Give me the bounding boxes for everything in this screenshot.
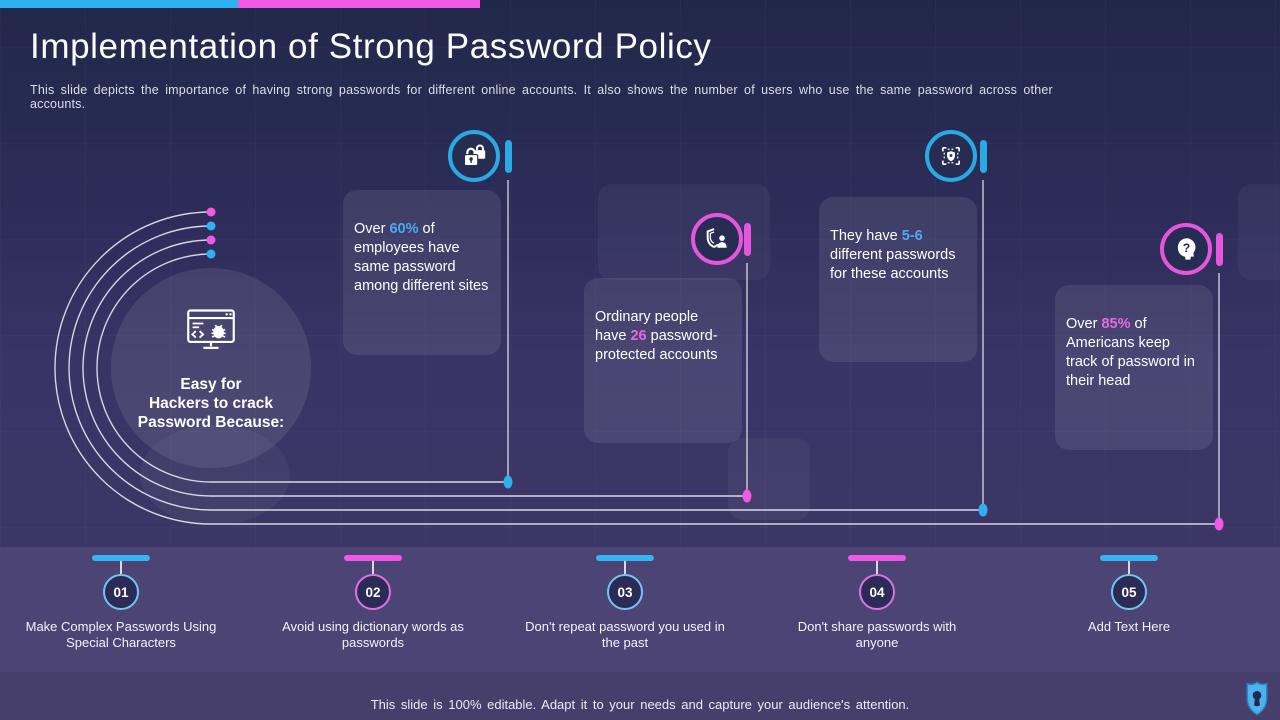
step-label: Avoid using dictionary words as password… [282,619,464,650]
shield-user-icon [691,213,743,265]
step-accent-bar [596,555,654,561]
step-accent-bar [848,555,906,561]
step-accent-bar [1100,555,1158,561]
ghost-shape [728,438,810,520]
step-number-badge: 03 [607,574,643,610]
step-number-badge: 04 [859,574,895,610]
central-reason-circle: Easy for Hackers to crack Password Becau… [111,268,311,468]
connector-dot [503,475,513,489]
step-stem [1128,561,1130,574]
step-number: 03 [617,584,633,600]
page-title: Implementation of Strong Password Policy [30,27,712,66]
double-lock-icon [448,130,500,182]
connector-dot [978,503,988,517]
step-item: 02 Avoid using dictionary words as passw… [263,547,483,651]
footer-note: This slide is 100% editable. Adapt it to… [370,697,910,712]
top-accent-bar-blue [0,0,238,8]
step-stem [624,561,626,574]
central-reason-label: Easy for Hackers to crack Password Becau… [137,376,285,431]
callout-accent-bar [505,140,512,173]
step-label: Make Complex Passwords Using Special Cha… [25,619,217,650]
step-label: Add Text Here [1087,619,1171,634]
connector-dot [206,249,216,259]
callout-accent-bar [1216,233,1223,266]
step-number-badge: 02 [355,574,391,610]
callout-text: of employees have same password among di… [354,221,489,294]
callout-highlight: 85% [1101,316,1131,332]
callout-highlight: 26 [630,328,647,344]
connector-dot [206,207,216,217]
shield-keyhole-logo [1242,681,1272,720]
step-item: 05 Add Text Here [1019,547,1239,635]
top-accent-bar-pink [238,0,480,8]
callout-card: Over 60% of employees have same password… [343,190,501,355]
step-stem [372,561,374,574]
callout-text: different passwords for these accounts [830,247,956,282]
footer-strip [0,672,1280,720]
scan-shield-icon [925,130,977,182]
callout-text: of Americans keep track of password in t… [1066,316,1195,389]
callout-accent-bar [744,223,751,256]
callout-highlight: 60% [389,221,419,237]
connector-dot [1214,517,1224,531]
steps-strip: 01 Make Complex Passwords Using Special … [0,547,1280,672]
callout-accent-bar [980,140,987,173]
step-number: 04 [869,584,885,600]
step-accent-bar [344,555,402,561]
callout-text: Over [354,221,390,237]
step-number: 02 [365,584,381,600]
callout-text: Over [1066,316,1102,332]
step-number-badge: 05 [1111,574,1147,610]
step-item: 04 Don't share passwords with anyone [767,547,987,651]
step-number-badge: 01 [103,574,139,610]
slide-subtitle: This slide depicts the importance of hav… [30,83,1053,111]
callout-highlight: 5-6 [901,228,923,244]
callout-card: Over 85% of Americans keep track of pass… [1055,285,1213,450]
step-number: 01 [113,584,129,600]
callout-text: password-protected accounts [595,328,718,363]
callout-card: Ordinary people have 26 password-protect… [584,278,742,443]
connector-dot [206,235,216,245]
step-item: 03 Don't repeat password you used in the… [515,547,735,651]
step-item: 01 Make Complex Passwords Using Special … [11,547,231,651]
callout-text: Ordinary people have [595,309,699,344]
head-question-icon: ? [1160,223,1212,275]
callout-text: They have [830,228,902,244]
step-stem [120,561,122,574]
svg-text:?: ? [1183,241,1190,255]
step-number: 05 [1121,584,1137,600]
ghost-shape [1238,184,1280,280]
callout-card: They have 5-6 different passwords for th… [819,197,977,362]
step-label: Don't repeat password you used in the pa… [525,619,725,650]
step-stem [876,561,878,574]
step-accent-bar [92,555,150,561]
connector-dot [206,221,216,231]
step-label: Don't share passwords with anyone [797,619,957,650]
malware-browser-icon [185,308,237,357]
